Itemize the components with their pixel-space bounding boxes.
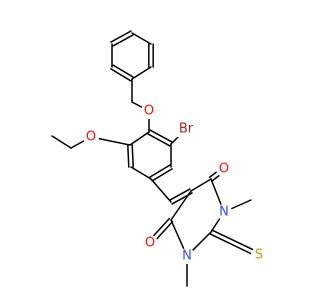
bond-line xyxy=(130,166,152,180)
bond-line xyxy=(112,34,134,47)
atom-o-ether-top: O xyxy=(141,103,157,119)
atom-n-bottom-label: N xyxy=(182,249,192,264)
bond-line xyxy=(131,66,152,80)
atom-o-ether-left-label: O xyxy=(86,130,96,145)
atom-o-carbonyl-top: O xyxy=(216,161,232,177)
atom-br: Br xyxy=(175,121,197,137)
bond-line xyxy=(127,144,130,168)
atom-label-layer: O O Br O O N N S xyxy=(83,103,267,264)
bond-line xyxy=(170,190,192,221)
bond-line xyxy=(51,135,72,149)
atom-s-label: S xyxy=(255,248,263,263)
atom-o-carbonyl-bottom: O xyxy=(142,235,158,251)
atom-o-ether-top-label: O xyxy=(144,104,154,119)
bond-line xyxy=(110,30,132,43)
molecule-structure-diagram: O O Br O O N N S xyxy=(51,30,267,287)
bond-line xyxy=(131,32,152,45)
atom-n-top-label: N xyxy=(219,205,229,220)
atom-o-ether-left: O xyxy=(83,129,99,145)
bond-line xyxy=(149,129,173,143)
bond-line xyxy=(190,178,212,192)
bond-line xyxy=(150,178,172,203)
bond-line xyxy=(129,131,150,146)
bond-line xyxy=(149,164,171,178)
bond-line xyxy=(169,188,191,201)
bond-line xyxy=(110,68,132,82)
atom-o-carbonyl-bottom-label: O xyxy=(145,236,155,251)
bond-line xyxy=(211,229,261,254)
atom-n-top: N xyxy=(216,204,232,220)
bond-line xyxy=(151,168,173,182)
bond-line xyxy=(131,144,134,168)
bond-line xyxy=(209,233,259,258)
atom-o-carbonyl-top-label: O xyxy=(219,162,229,177)
bond-line xyxy=(112,64,134,78)
bond-line xyxy=(147,133,171,147)
atom-n-bottom: N xyxy=(179,248,195,264)
atom-br-label: Br xyxy=(179,122,194,137)
atom-s: S xyxy=(251,247,267,263)
